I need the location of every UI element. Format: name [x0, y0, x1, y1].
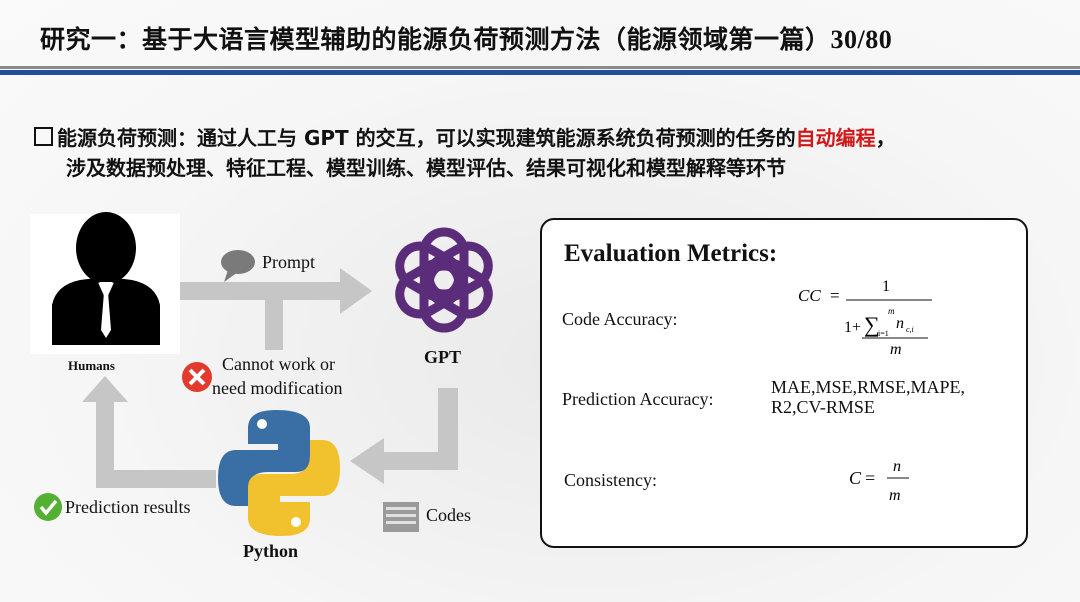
- prompt-arrow: [180, 268, 372, 350]
- codes-label: Codes: [426, 505, 471, 526]
- code-accuracy-label: Code Accuracy:: [562, 309, 677, 330]
- gpt-logo-icon: [392, 232, 495, 328]
- svg-text:c,i: c,i: [906, 325, 914, 334]
- error-label-line1: Cannot work or: [222, 354, 335, 375]
- metrics-title: Evaluation Metrics:: [564, 240, 777, 268]
- svg-text:1+: 1+: [844, 319, 861, 336]
- consistency-label: Consistency:: [564, 470, 657, 491]
- svg-text:m: m: [889, 487, 901, 504]
- svg-text:=: =: [830, 286, 840, 305]
- error-icon: [182, 362, 212, 392]
- svg-text:m: m: [890, 341, 902, 358]
- prediction-metrics-line2: R2,CV-RMSE: [771, 397, 965, 417]
- document-icon: [383, 502, 419, 532]
- codes-arrow: [350, 388, 458, 484]
- svg-text:C: C: [849, 468, 862, 488]
- prediction-results-label: Prediction results: [65, 497, 190, 518]
- consistency-formula: C = n m: [847, 454, 927, 504]
- svg-text:i=1: i=1: [878, 329, 889, 338]
- svg-text:n: n: [896, 315, 904, 332]
- results-arrow: [82, 376, 216, 488]
- svg-text:n: n: [893, 458, 901, 475]
- evaluation-metrics-panel: Evaluation Metrics: Code Accuracy: CC = …: [540, 218, 1028, 548]
- python-label: Python: [243, 541, 298, 562]
- svg-text:=: =: [865, 468, 875, 488]
- prediction-accuracy-label: Prediction Accuracy:: [562, 389, 713, 410]
- prediction-metrics-list: MAE,MSE,RMSE,MAPE, R2,CV-RMSE: [771, 377, 965, 417]
- human-icon: [30, 212, 180, 354]
- svg-text:m: m: [888, 306, 895, 316]
- cc-symbol: CC: [798, 286, 821, 305]
- prompt-label: Prompt: [262, 252, 315, 273]
- check-icon: [34, 493, 62, 521]
- speech-bubble-icon: [221, 250, 255, 282]
- code-accuracy-formula: CC = 1 1+ ∑ m i=1 n c,i m: [792, 276, 942, 356]
- svg-text:1: 1: [882, 278, 890, 295]
- error-label-line2: need modification: [212, 378, 342, 399]
- prediction-metrics-line1: MAE,MSE,RMSE,MAPE,: [771, 377, 965, 397]
- python-logo-icon: [218, 410, 340, 536]
- gpt-label: GPT: [424, 347, 461, 368]
- humans-label: Humans: [68, 358, 115, 374]
